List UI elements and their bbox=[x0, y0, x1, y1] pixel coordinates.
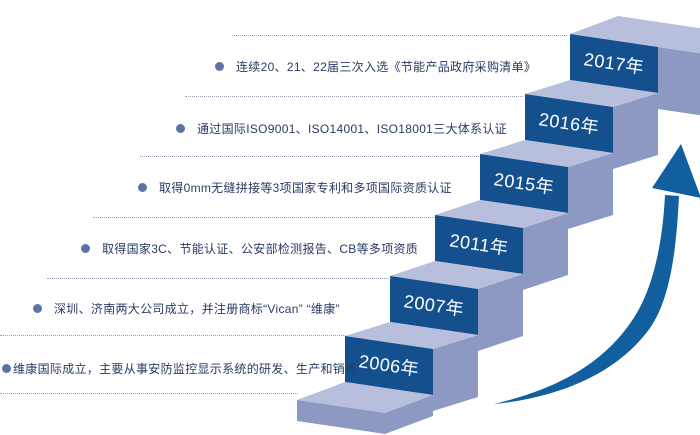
step-2015-riser bbox=[480, 154, 568, 213]
step-2006-tread bbox=[345, 322, 478, 349]
milestone-text: 取得国家3C、节能认证、公安部检测报告、CB等多项资质 bbox=[102, 241, 419, 256]
dotted-separator-2 bbox=[185, 96, 523, 97]
step-2007-tread bbox=[390, 261, 523, 289]
step-2007-side-face bbox=[478, 274, 523, 351]
step-2017-side-face bbox=[658, 47, 700, 116]
step-2006: 2006年 bbox=[345, 322, 478, 411]
milestone-text: 通过国际ISO9001、ISO14001、ISO18001三大体系认证 bbox=[197, 121, 507, 136]
platform-front-face bbox=[297, 400, 385, 434]
step-2015: 2015年 bbox=[480, 140, 613, 229]
bullet-icon bbox=[33, 303, 42, 313]
milestone-row-2015: 取得0mm无缝拼接等3项国家专利和多项国际资质认证 bbox=[138, 178, 452, 196]
step-2007-riser bbox=[390, 276, 478, 335]
bullet-icon bbox=[81, 243, 90, 253]
dotted-separator-7 bbox=[0, 393, 298, 394]
dotted-separator-1 bbox=[232, 35, 567, 36]
platform-side-face bbox=[385, 395, 433, 434]
dotted-separator-5 bbox=[47, 278, 391, 279]
dotted-separator-3 bbox=[140, 156, 479, 157]
platform-top bbox=[297, 382, 433, 413]
dotted-separator-6 bbox=[0, 335, 346, 336]
step-2016-side-face bbox=[613, 93, 658, 169]
milestone-text: 深圳、济南两大公司成立，并注册商标“Vican” “维康” bbox=[54, 301, 340, 316]
milestone-row-2016: 通过国际ISO9001、ISO14001、ISO18001三大体系认证 bbox=[176, 119, 507, 137]
bullet-icon bbox=[2, 363, 11, 373]
milestone-text: 维康国际成立，主要从事安防监控显示系统的研发、生产和销售 bbox=[13, 361, 358, 376]
milestone-row-2007: 深圳、济南两大公司成立，并注册商标“Vican” “维康” bbox=[33, 299, 340, 317]
bullet-icon bbox=[215, 61, 224, 71]
milestone-row-2017: 连续20、21、22届三次入选《节能产品政府采购清单》 bbox=[215, 57, 536, 75]
step-2016-riser bbox=[525, 94, 613, 153]
step-2006-side-face bbox=[433, 335, 478, 411]
step-2016: 2016年 bbox=[525, 80, 658, 169]
step-2015-tread bbox=[480, 140, 613, 167]
milestone-text: 取得0mm无缝拼接等3项国家专利和多项国际资质认证 bbox=[159, 180, 452, 195]
step-2015-side-face bbox=[568, 153, 613, 229]
step-2017-tread bbox=[570, 16, 700, 54]
step-2011-riser bbox=[435, 215, 523, 274]
milestone-row-2006: 维康国际成立，主要从事安防监控显示系统的研发、生产和销售 bbox=[2, 359, 357, 377]
bottom-platform bbox=[297, 382, 433, 434]
step-2011-tread bbox=[435, 200, 568, 228]
growth-arrow bbox=[494, 144, 700, 404]
bullet-icon bbox=[138, 182, 147, 192]
step-2011-side-face bbox=[523, 213, 568, 290]
growth-arrow-head bbox=[652, 144, 700, 198]
step-2006-riser bbox=[345, 336, 433, 395]
step-2007: 2007年 bbox=[390, 261, 523, 351]
step-2016-tread bbox=[525, 80, 658, 107]
step-2017: 2017年 bbox=[570, 16, 700, 116]
milestone-text: 连续20、21、22届三次入选《节能产品政府采购清单》 bbox=[236, 59, 537, 74]
step-2011: 2011年 bbox=[435, 200, 568, 290]
step-2017-riser bbox=[570, 34, 658, 93]
milestone-row-2011: 取得国家3C、节能认证、公安部检测报告、CB等多项资质 bbox=[81, 239, 418, 257]
bullet-icon bbox=[176, 123, 185, 133]
dotted-separator-4 bbox=[93, 217, 435, 218]
